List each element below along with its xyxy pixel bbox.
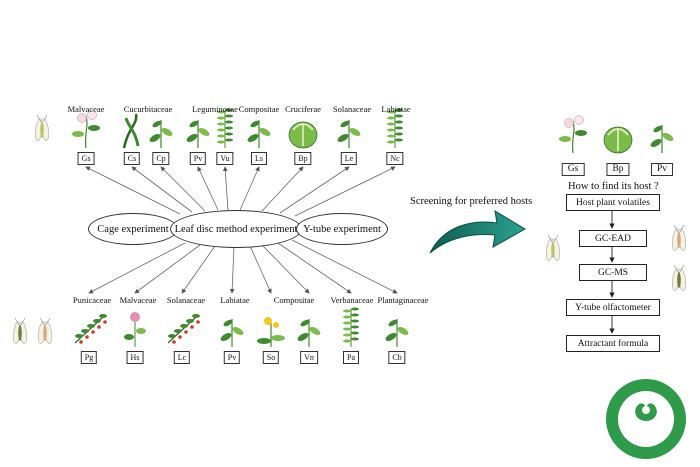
whitefly-icon	[34, 114, 50, 141]
plant-icon	[74, 314, 107, 344]
connector-arrow	[239, 166, 260, 211]
whitefly-icon	[671, 224, 687, 251]
connector-arrow	[249, 245, 272, 294]
connector-arrow	[261, 166, 304, 212]
y-tube-experiment-node: Y-tube experiment	[296, 213, 388, 245]
bottom-host-code: So	[262, 351, 280, 364]
plant-icon	[559, 115, 587, 154]
connector-arrow	[277, 242, 352, 294]
connector-arrow	[294, 166, 396, 217]
top-family-label: Leguminosae	[192, 104, 238, 114]
plant-icon	[603, 126, 633, 154]
workflow-step-label: GC-MS	[597, 267, 629, 278]
bottom-family-label: Punicaceae	[72, 295, 112, 305]
plant-icon	[167, 314, 200, 344]
workflow-step-label: Attractant formula	[577, 338, 649, 349]
top-host-code: Nc	[386, 152, 404, 165]
leaf-disc-experiment-node: Leaf disc method experiment	[170, 210, 302, 248]
workflow-step-label: GC-EAD	[595, 233, 631, 244]
plant-icon	[122, 113, 140, 149]
plant-icon	[72, 110, 100, 149]
top-family-label: Compositae	[238, 104, 280, 114]
workflow-step-label: Host plant volatiles	[576, 197, 650, 208]
plant-icon	[220, 319, 244, 347]
top-host-code: Vu	[216, 152, 234, 165]
bottom-family-label: Malvaceae	[119, 295, 157, 305]
question-label: How to find its host ?	[568, 181, 659, 192]
workflow-step: Attractant formula	[566, 335, 660, 352]
workflow-step: Y-tube olfactometer	[566, 299, 660, 316]
whitefly-icon	[671, 264, 687, 291]
whitefly-icon	[545, 234, 561, 261]
top-host-code: Le	[340, 152, 358, 165]
connector-arrow	[229, 245, 235, 294]
connector-arrow	[261, 244, 310, 294]
top-family-label: Cucurbitaceae	[123, 104, 173, 114]
workflow-step: GC-MS	[579, 264, 647, 281]
plant-icon	[337, 120, 361, 148]
plant-icon	[149, 120, 173, 148]
connector-arrow	[279, 166, 350, 214]
top-family-label: Cruciferae	[285, 104, 321, 114]
connector-arrow	[181, 245, 216, 294]
top-host-code: Cp	[152, 152, 170, 165]
curved-arrow-icon	[429, 210, 526, 254]
workflow-step: GC-EAD	[579, 230, 647, 247]
connector-arrow	[88, 242, 186, 294]
cage-experiment-node: Cage experiment	[88, 213, 178, 245]
leaf-disc-experiment-label: Leaf disc method experiment	[174, 223, 298, 235]
bottom-family-label: Labiatae	[220, 295, 250, 305]
bottom-family-label: Compositae	[273, 295, 315, 305]
connector-arrow	[197, 166, 219, 211]
top-host-code: Gs	[77, 152, 95, 165]
preferred-host-code: Bp	[606, 163, 630, 176]
bottom-host-code: Lc	[173, 351, 191, 364]
y-tube-experiment-label: Y-tube experiment	[303, 223, 381, 235]
top-host-code: Bp	[294, 152, 312, 165]
plant-icon	[385, 319, 409, 347]
bottom-host-code: Pv	[223, 351, 241, 364]
plant-icon	[247, 120, 271, 148]
connector-arrow	[131, 166, 193, 213]
preferred-host-code: Pv	[650, 163, 674, 176]
plant-icon	[387, 108, 403, 148]
bottom-family-label: Verbanaceae	[330, 295, 374, 305]
bottom-host-code: Pa	[343, 351, 359, 364]
workflow-step-label: Y-tube olfactometer	[575, 302, 651, 313]
bottom-host-code: Hs	[126, 351, 144, 364]
bottom-family-label: Solanaceae	[166, 295, 206, 305]
connector-arrow	[160, 166, 206, 212]
top-host-code: Ls	[251, 152, 267, 165]
workflow-step: Host plant volatiles	[566, 194, 660, 211]
plant-icon	[217, 108, 233, 148]
plant-icon	[297, 319, 321, 347]
connector-arrow	[222, 166, 229, 211]
whitefly-icon	[37, 317, 53, 344]
screening-label: Screening for preferred hosts	[410, 196, 533, 207]
connector-arrow	[291, 239, 398, 294]
plant-icon	[257, 317, 285, 347]
top-host-code: Pv	[189, 152, 207, 165]
top-family-label: Labiatae	[381, 104, 411, 114]
whitefly-icon	[12, 317, 28, 344]
bottom-family-label: Plantaginaceae	[377, 295, 429, 305]
cage-experiment-label: Cage experiment	[97, 223, 169, 235]
plant-icon	[288, 121, 318, 149]
bottom-host-code: Cb	[388, 351, 406, 364]
connector-arrow	[85, 166, 181, 215]
plant-icon	[650, 125, 674, 153]
top-host-code: Cs	[123, 152, 141, 165]
bottom-host-code: Pg	[80, 351, 98, 364]
top-family-label: Solanaceae	[332, 104, 372, 114]
plant-icon	[124, 312, 146, 347]
preferred-host-code: Gs	[561, 163, 585, 176]
top-family-label: Malvaceae	[67, 104, 105, 114]
bottom-host-code: Vn	[300, 351, 318, 364]
connector-arrow	[134, 244, 201, 294]
plant-icon	[343, 307, 359, 347]
institute-logo-icon	[606, 379, 686, 459]
plant-icon	[186, 120, 210, 148]
